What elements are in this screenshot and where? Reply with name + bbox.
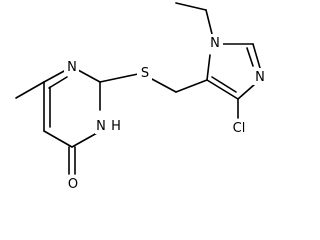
- bond-methyl: [15, 81, 45, 99]
- atom-s: S: [137, 64, 152, 81]
- bond-c2imid-n3-inner: [246, 47, 254, 67]
- bond-c6-n1: [43, 69, 67, 83]
- atom-labels: N N H O S N N Cl: [64, 34, 268, 192]
- bond-c4imid-c5imid-inner: [211, 76, 237, 93]
- bond-ch2-c5imid: [175, 79, 208, 93]
- atom-n-imid1: N: [208, 34, 223, 51]
- atom-label-n-nh: N: [96, 119, 106, 134]
- bonds: [15, 2, 261, 175]
- bond-c6-n1-inner: [48, 76, 68, 89]
- bond-c2-s: [99, 73, 139, 83]
- bond-s-ch2: [149, 77, 177, 93]
- atom-label-n-ring1: N: [67, 60, 77, 75]
- bond-n1-ethyl-ch2: [205, 9, 213, 35]
- atom-label-n-imid1: N: [210, 36, 220, 51]
- molecule-drawing: N N H O S N N Cl: [15, 2, 268, 192]
- atom-nh: N H: [95, 117, 123, 134]
- atom-label-n-imid2: N: [255, 70, 265, 85]
- bond-ethyl-ch3: [175, 2, 207, 11]
- atom-o: O: [65, 175, 81, 192]
- atom-label-h-nh: H: [111, 119, 121, 134]
- atom-cl: Cl: [228, 119, 250, 136]
- structure-diagram: N N H O S N N Cl: [15, 2, 268, 192]
- bond-n1-c2: [77, 69, 101, 83]
- bond-n3-c4: [71, 132, 98, 148]
- bond-c5imid-n1: [206, 54, 211, 81]
- atom-n-imid2: N: [253, 68, 268, 85]
- bond-c2imid-n3: [252, 43, 261, 69]
- atom-n-ring1: N: [64, 58, 79, 75]
- atom-label-s: S: [141, 66, 149, 81]
- bond-c4-c5: [43, 130, 73, 148]
- atom-label-o: O: [68, 177, 78, 192]
- bond-n3-c4imid: [237, 83, 256, 100]
- bond-c4imid-c5imid: [206, 79, 239, 100]
- atom-label-cl: Cl: [233, 121, 246, 136]
